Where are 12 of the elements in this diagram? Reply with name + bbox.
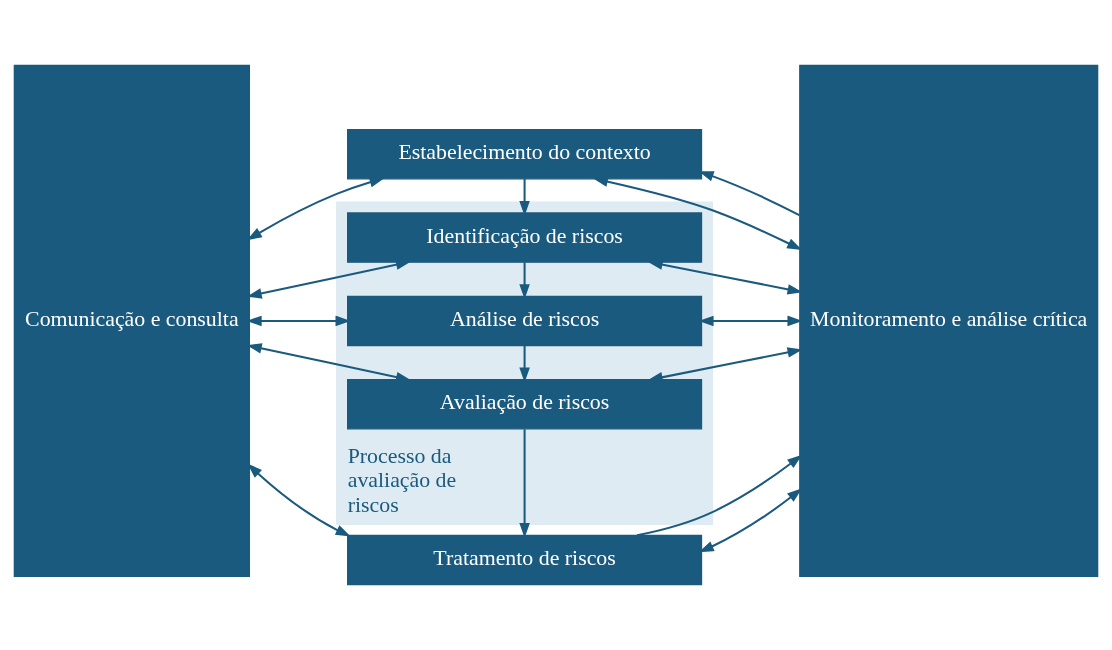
node-box: Identificação de riscos	[347, 212, 703, 263]
arrow	[636, 454, 803, 537]
node-box: Tratamento de riscos	[347, 534, 703, 586]
node-box: Avaliação de riscos	[347, 378, 703, 430]
arrow	[519, 178, 530, 216]
node-box: Monitoramento e análise crítica	[799, 64, 1099, 578]
node-box: Estabelecimento do contexto	[347, 128, 703, 180]
node-box: Comunicação e consulta	[13, 64, 251, 578]
arrow	[247, 463, 351, 537]
arrow	[592, 176, 803, 251]
node-box: Análise de riscos	[347, 295, 703, 347]
arrow	[647, 259, 803, 295]
